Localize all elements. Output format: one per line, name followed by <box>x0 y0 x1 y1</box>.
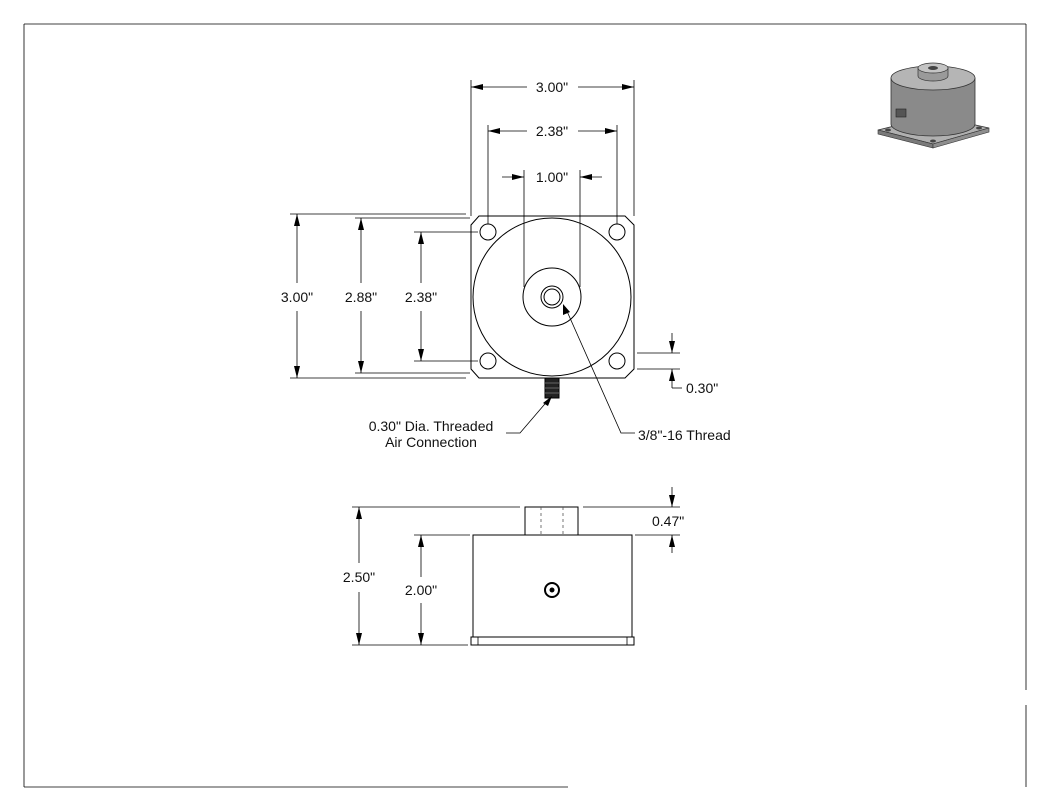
dim-hole-spacing-width: 2.38" <box>487 123 618 224</box>
side-boss <box>524 506 579 536</box>
dim-boss-width: 1.00" <box>502 169 602 287</box>
dim-overall-width: 3.00" <box>470 79 635 216</box>
dim-side-boss-height: 0.47" <box>583 487 684 553</box>
callout-thread: 3/8"-16 Thread <box>563 304 731 443</box>
side-body <box>472 534 633 638</box>
dim-label-3.00-width: 3.00" <box>536 79 568 95</box>
air-connection-label-1: 0.30" Dia. Threaded <box>369 418 494 434</box>
dim-label-2.00: 2.00" <box>405 582 437 598</box>
dim-label-3.00-height: 3.00" <box>281 289 313 305</box>
air-fitting <box>544 377 560 399</box>
dim-overall-height: 3.00" <box>281 213 466 379</box>
dim-label-1.00: 1.00" <box>536 169 568 185</box>
dim-body-height: 2.88" <box>345 217 470 374</box>
air-connection-label-2: Air Connection <box>385 434 477 450</box>
drawing-border <box>23 23 1027 788</box>
mount-hole-tl <box>479 223 497 241</box>
top-view: 3.00" 2.38" 1.00" <box>281 79 731 450</box>
thread-label: 3/8"-16 Thread <box>638 427 731 443</box>
dim-hole-spacing-height: 2.38" <box>405 231 478 362</box>
dim-label-2.50: 2.50" <box>343 569 375 585</box>
dim-label-0.47: 0.47" <box>652 513 684 529</box>
mount-hole-bl <box>479 352 497 370</box>
dim-label-2.88: 2.88" <box>345 289 377 305</box>
side-view: 2.50" 2.00" 0.47" <box>343 487 684 646</box>
side-air-port <box>544 582 560 598</box>
mount-hole-br <box>608 352 626 370</box>
dim-side-overall-height: 2.50" <box>343 506 520 646</box>
iso-body <box>890 77 976 137</box>
thread-hole-inner <box>543 288 561 306</box>
dim-corner-offset: 0.30" <box>637 333 718 396</box>
body-circle <box>472 217 632 377</box>
base-plate-outline <box>470 215 635 379</box>
side-base <box>470 636 635 646</box>
dim-label-0.30: 0.30" <box>686 380 718 396</box>
dim-label-2.38-height: 2.38" <box>405 289 437 305</box>
callout-air-connection: 0.30" Dia. Threaded Air Connection <box>369 396 552 450</box>
mount-hole-tr <box>608 223 626 241</box>
thread-hole-outer <box>540 285 564 309</box>
isometric-view <box>877 62 990 149</box>
dim-side-body-height: 2.00" <box>405 534 470 645</box>
dim-label-2.38-width: 2.38" <box>536 123 568 139</box>
boss-circle <box>522 267 582 327</box>
